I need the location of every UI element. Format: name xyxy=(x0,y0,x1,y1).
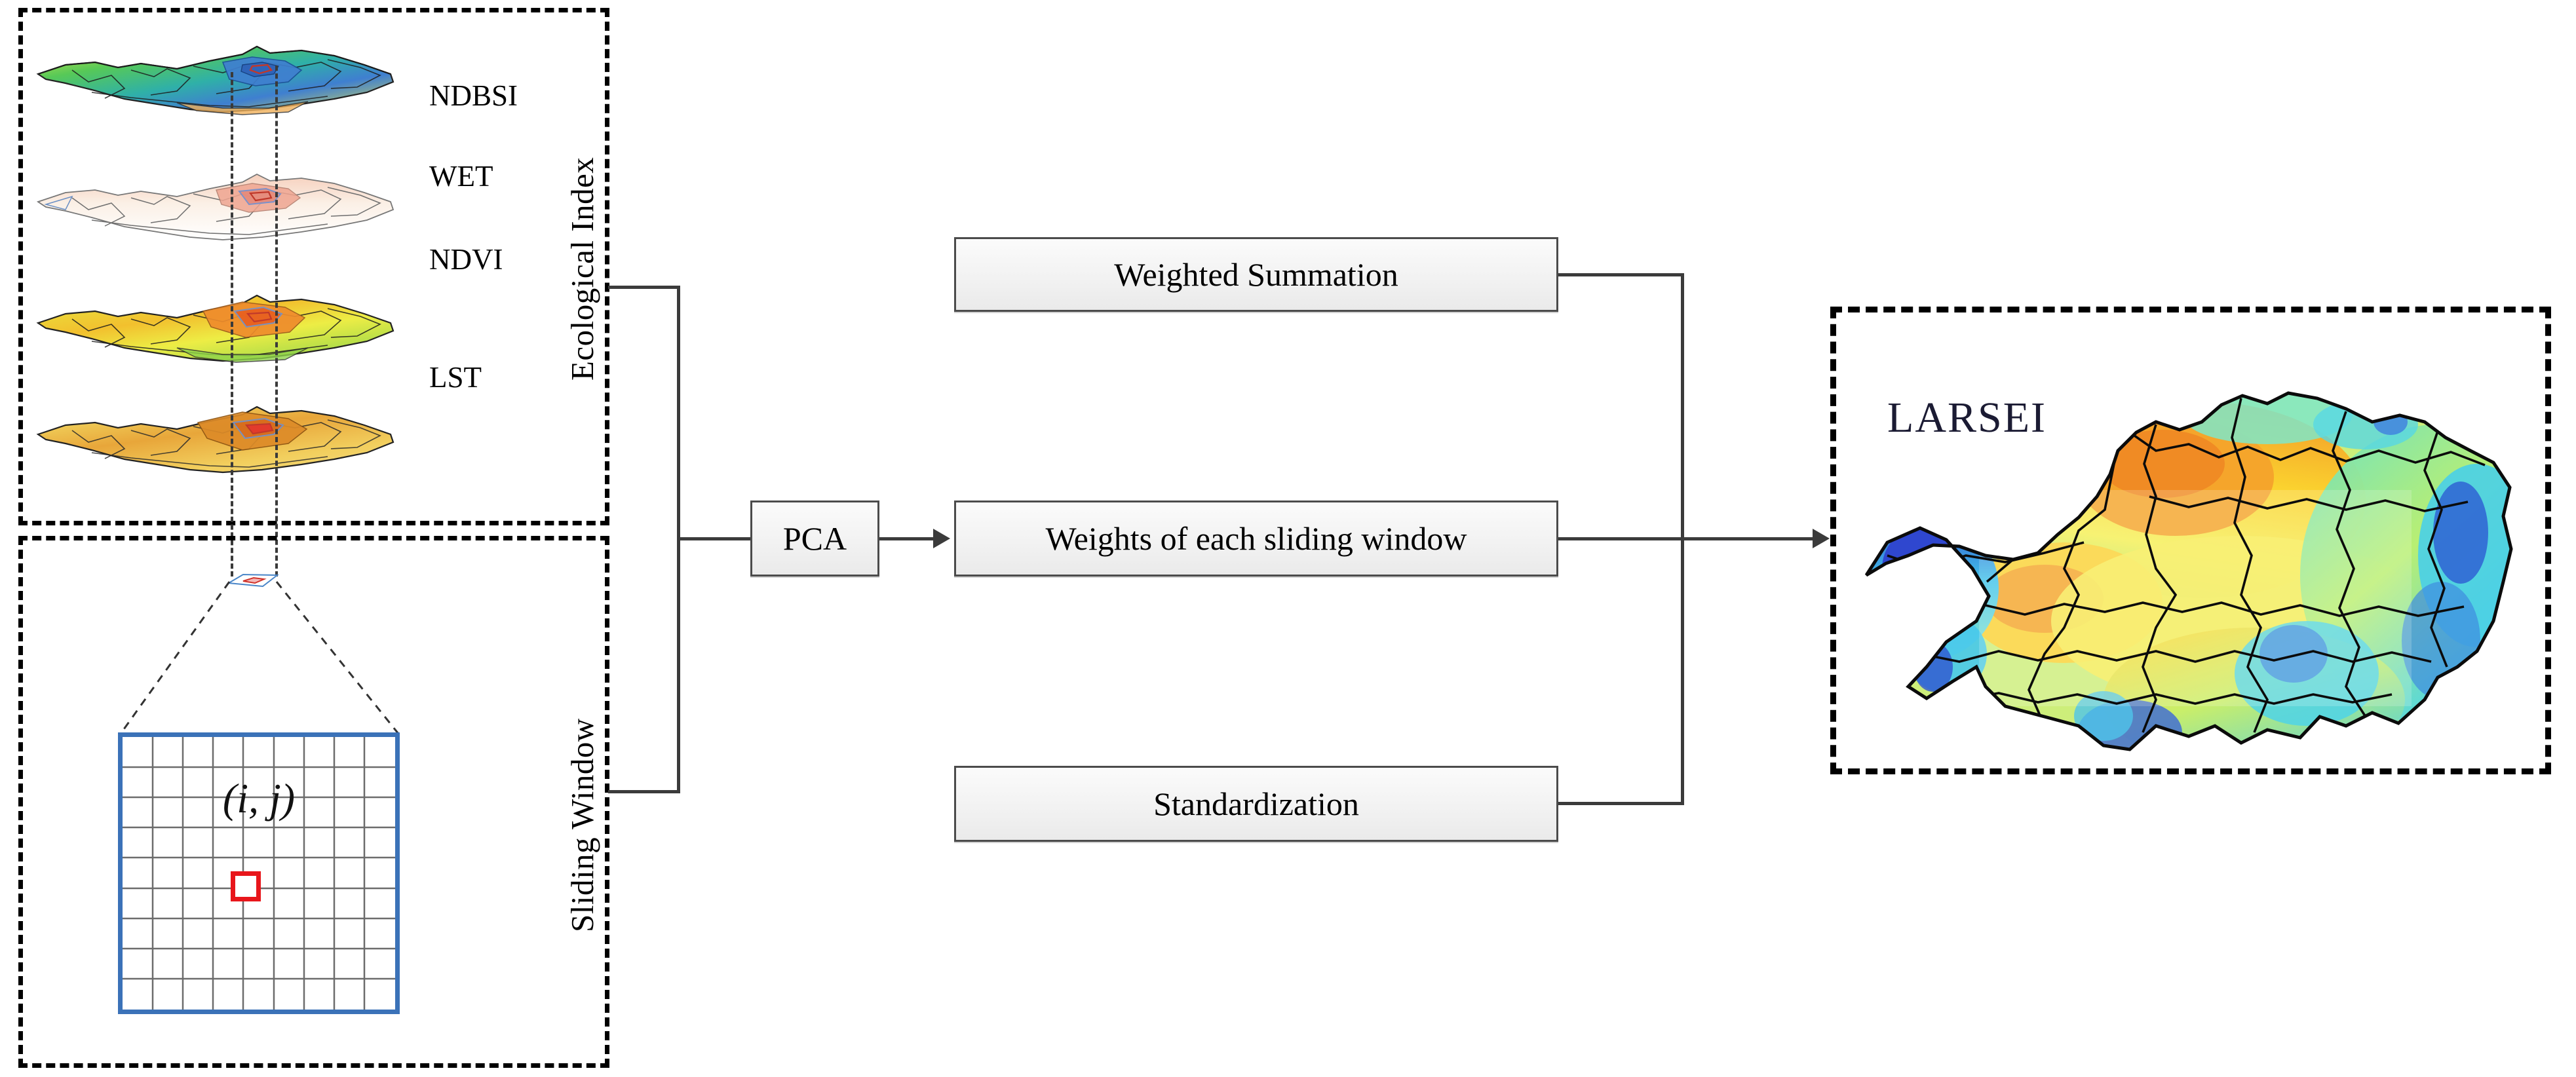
group-label-sliding-window: Sliding Window xyxy=(564,718,600,933)
leader-lines xyxy=(119,581,400,734)
sliding-window-grid-lines xyxy=(123,737,395,1010)
process-box-weights-sliding-window[interactable]: Weights of each sliding window xyxy=(954,501,1558,576)
process-box-standardization[interactable]: Standardization xyxy=(954,766,1558,842)
layer-label-wet: WET xyxy=(429,160,493,193)
layer-label-ndvi: NDVI xyxy=(429,243,503,276)
junction-to-larsei-line xyxy=(1681,537,1822,540)
weighted-to-junction-line xyxy=(1558,273,1684,276)
junction-to-larsei-arrowhead xyxy=(1813,529,1830,548)
layer-ndbsi-raster xyxy=(36,45,394,115)
pca-to-weights-arrowhead xyxy=(933,529,950,548)
layer-label-ndbsi: NDBSI xyxy=(429,79,518,112)
layer-wet-raster xyxy=(36,173,394,240)
layer-lst-raster xyxy=(36,406,394,474)
larsei-title: LARSEI xyxy=(1887,394,2047,442)
mini-window-marker xyxy=(226,573,279,588)
panel-larsei-output xyxy=(1830,307,2551,774)
pca-to-weights-line xyxy=(879,537,936,540)
stack-guide-line-right xyxy=(275,66,278,576)
panel-sliding-window xyxy=(18,536,609,1068)
bracket-top-stub xyxy=(608,286,680,289)
layer-ndbsi xyxy=(26,36,406,121)
standardization-to-junction-line xyxy=(1558,802,1684,805)
group-label-ecological-index: Ecological Index xyxy=(564,157,600,381)
sliding-window-coordinate-label: (i, j) xyxy=(222,775,296,822)
bracket-to-pca-line xyxy=(677,537,750,540)
larsei-map-raster xyxy=(1864,391,2513,751)
process-box-pca[interactable]: PCA xyxy=(750,501,879,576)
bracket-bottom-stub xyxy=(608,790,680,793)
stack-guide-line-left xyxy=(231,72,233,576)
layer-wet xyxy=(26,164,406,249)
layer-label-lst: LST xyxy=(429,361,482,394)
weights-to-junction-line xyxy=(1558,537,1684,540)
panel-ecological-index xyxy=(18,8,609,525)
process-box-weighted-summation[interactable]: Weighted Summation xyxy=(954,237,1558,312)
layer-ndvi xyxy=(26,285,406,370)
sliding-window-center-cell[interactable] xyxy=(231,871,261,901)
layer-ndvi-raster xyxy=(36,294,394,363)
layer-lst xyxy=(26,396,406,482)
